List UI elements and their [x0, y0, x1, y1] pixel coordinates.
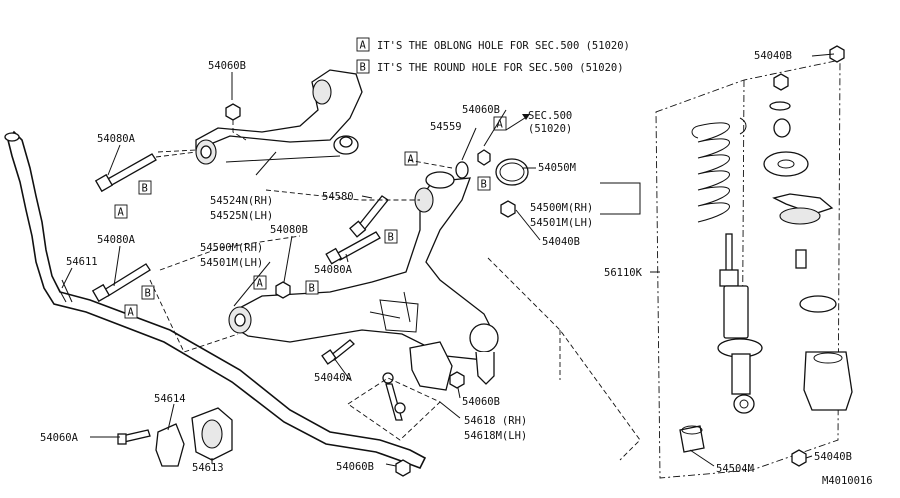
legend-b-box: [356, 59, 370, 74]
washer-group: A B A: [404, 114, 530, 191]
label-sec500: SEC.500: [528, 110, 572, 122]
label-54580: 54580: [322, 191, 354, 203]
label-54060b-low: 54060B: [462, 396, 500, 408]
label-54040b-top: 54040B: [754, 50, 792, 62]
marker-a-4: A: [408, 154, 415, 166]
strut-frame: [655, 59, 841, 479]
label-54080b: 54080B: [270, 224, 308, 236]
label-54500m-right: 54500M(RH): [530, 202, 593, 214]
bolts-lower-link: B: [325, 195, 398, 265]
label-54614: 54614: [154, 393, 186, 405]
label-54040b-bottom: 54040B: [814, 451, 852, 463]
marker-a-2: A: [128, 307, 135, 319]
shock-absorber: [717, 233, 763, 414]
clamp-bushing: [117, 407, 411, 477]
label-54524n: 54524N(RH): [210, 195, 273, 207]
label-54611: 54611: [66, 256, 98, 268]
label-54060b-bottom: 54060B: [336, 461, 374, 473]
strut-mount-parts: [763, 45, 853, 411]
label-sec500-code: (51020): [528, 123, 572, 135]
bolt-54080a-mid: B A: [91, 263, 155, 319]
label-54080a-upper: 54080A: [97, 133, 136, 145]
coil-spring: [691, 117, 747, 223]
legend: A IT'S THE OBLONG HOLE FOR SEC.500 (5102…: [356, 37, 630, 74]
label-54060a: 54060A: [40, 432, 79, 444]
lower-link: [228, 171, 499, 385]
label-54525n: 54525N(LH): [210, 210, 273, 222]
legend-a-box: [356, 37, 370, 52]
label-56110k: 56110K: [604, 267, 643, 279]
label-54040b-mid: 54040B: [542, 236, 580, 248]
marker-b-2: B: [145, 288, 151, 300]
diagram-code: M4010016: [822, 475, 873, 487]
ring-54050m: [495, 158, 529, 218]
legend-b-text: IT'S THE ROUND HOLE FOR SEC.500 (51020): [377, 62, 624, 74]
marker-a-3: A: [257, 278, 264, 290]
nut-54060b-upper: [225, 103, 247, 141]
label-54559: 54559: [430, 121, 462, 133]
label-54618m-lh: 54618M(LH): [464, 430, 527, 442]
marker-a-1: A: [118, 207, 125, 219]
part-labels: 54060B 54080A 54524N(RH) 54525N(LH) 5408…: [40, 50, 873, 487]
nut-54080b: A B: [253, 275, 319, 299]
marker-b-1: B: [142, 183, 148, 195]
lower-bracket: [409, 341, 465, 391]
label-54060b-top: 54060B: [208, 60, 246, 72]
nut-54040b-bottom: [791, 449, 807, 467]
label-54040a: 54040A: [314, 372, 353, 384]
marker-b-4: B: [388, 232, 394, 244]
legend-b-marker: B: [360, 62, 366, 74]
upper-link: [195, 69, 363, 165]
label-54500m-left: 54500M(RH): [200, 242, 263, 254]
bolt-54080a-upper: B A: [94, 151, 197, 219]
label-54080a-mid: 54080A: [97, 234, 136, 246]
marker-b-5: B: [481, 179, 487, 191]
label-54501m-right: 54501M(LH): [530, 217, 593, 229]
label-54504m: 54504M: [716, 463, 754, 475]
label-54618-rh: 54618 (RH): [464, 415, 527, 427]
label-54080a-low: 54080A: [314, 264, 353, 276]
label-54501m-left: 54501M(LH): [200, 257, 263, 269]
bound-bumper-54504m: [679, 425, 705, 453]
leader-lines: [61, 53, 835, 467]
marker-b-3: B: [309, 283, 315, 295]
legend-a-marker: A: [360, 40, 367, 52]
label-54060b-mid: 54060B: [462, 104, 500, 116]
legend-a-text: IT'S THE OBLONG HOLE FOR SEC.500 (51020): [377, 40, 630, 52]
marker-a-5: A: [497, 119, 504, 131]
assembly-lines: [149, 149, 641, 461]
bolt-54040a: [321, 339, 355, 365]
label-54050m: 54050M: [538, 162, 576, 174]
label-54613: 54613: [192, 462, 224, 474]
